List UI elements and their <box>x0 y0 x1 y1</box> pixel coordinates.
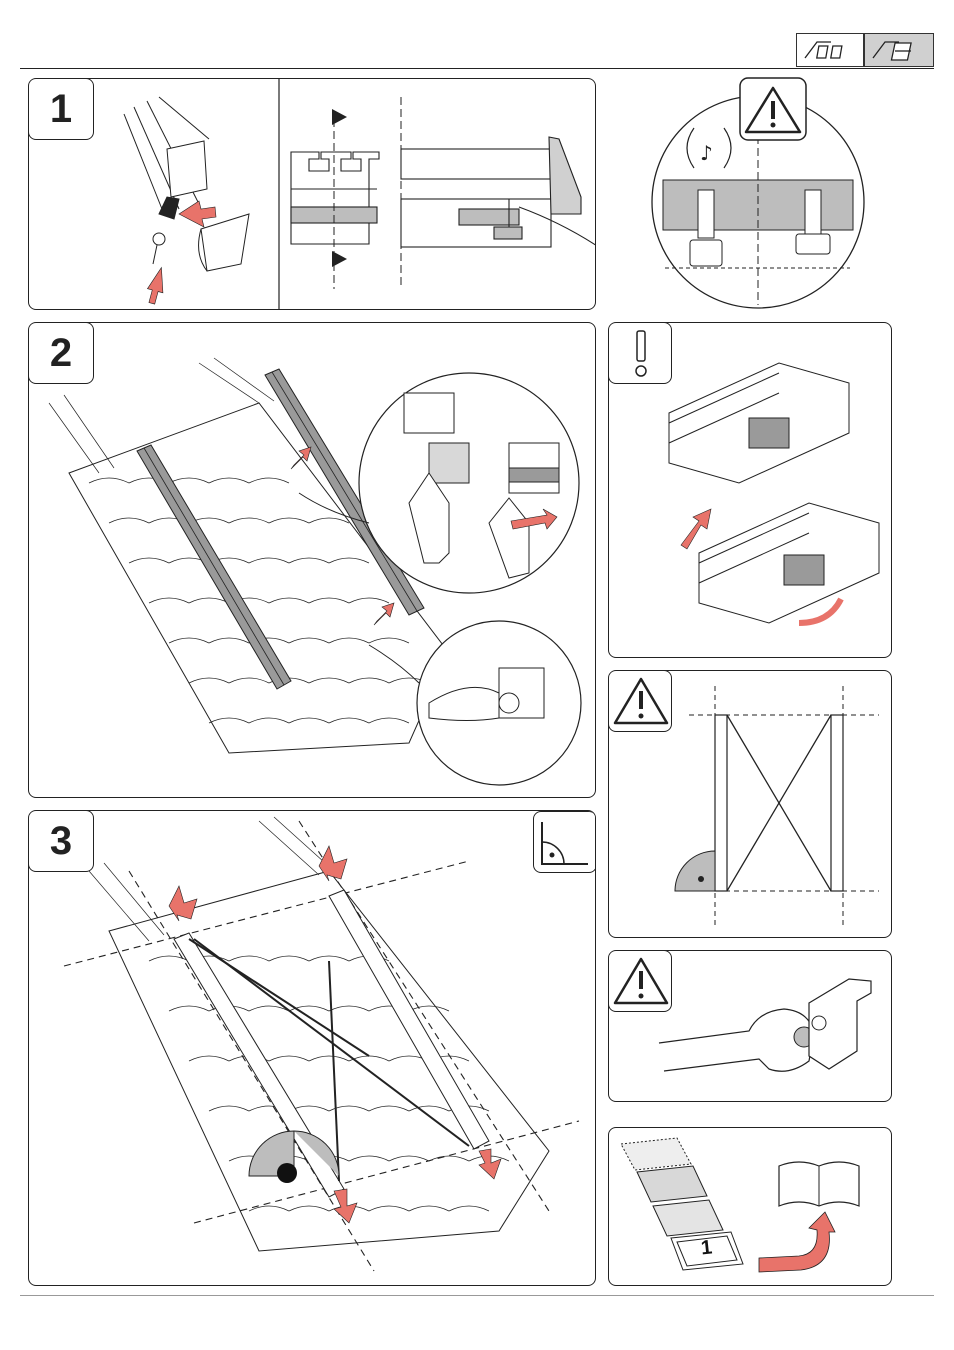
step-1-magnifier: ♪ <box>0 0 954 330</box>
step-3-illustration <box>29 811 596 1286</box>
step-2-illustration <box>29 323 596 798</box>
warning-diagonal-panel <box>608 670 892 938</box>
warning-wrench-panel <box>608 950 892 1102</box>
diagonal-measure-illustration <box>609 671 892 938</box>
exclamation-note-panel <box>608 322 892 658</box>
module-order-illustration <box>609 1128 892 1286</box>
rail-connector-illustration <box>609 323 892 658</box>
step-2-panel: 2 <box>28 322 596 798</box>
documentation-panel: 1 <box>608 1127 892 1286</box>
svg-text:♪: ♪ <box>700 141 713 165</box>
step-3-panel: 3 <box>28 810 596 1286</box>
wrench-tighten-illustration <box>609 951 892 1102</box>
module-order-number: 1 <box>700 1236 713 1260</box>
footer-rule <box>20 1295 934 1296</box>
